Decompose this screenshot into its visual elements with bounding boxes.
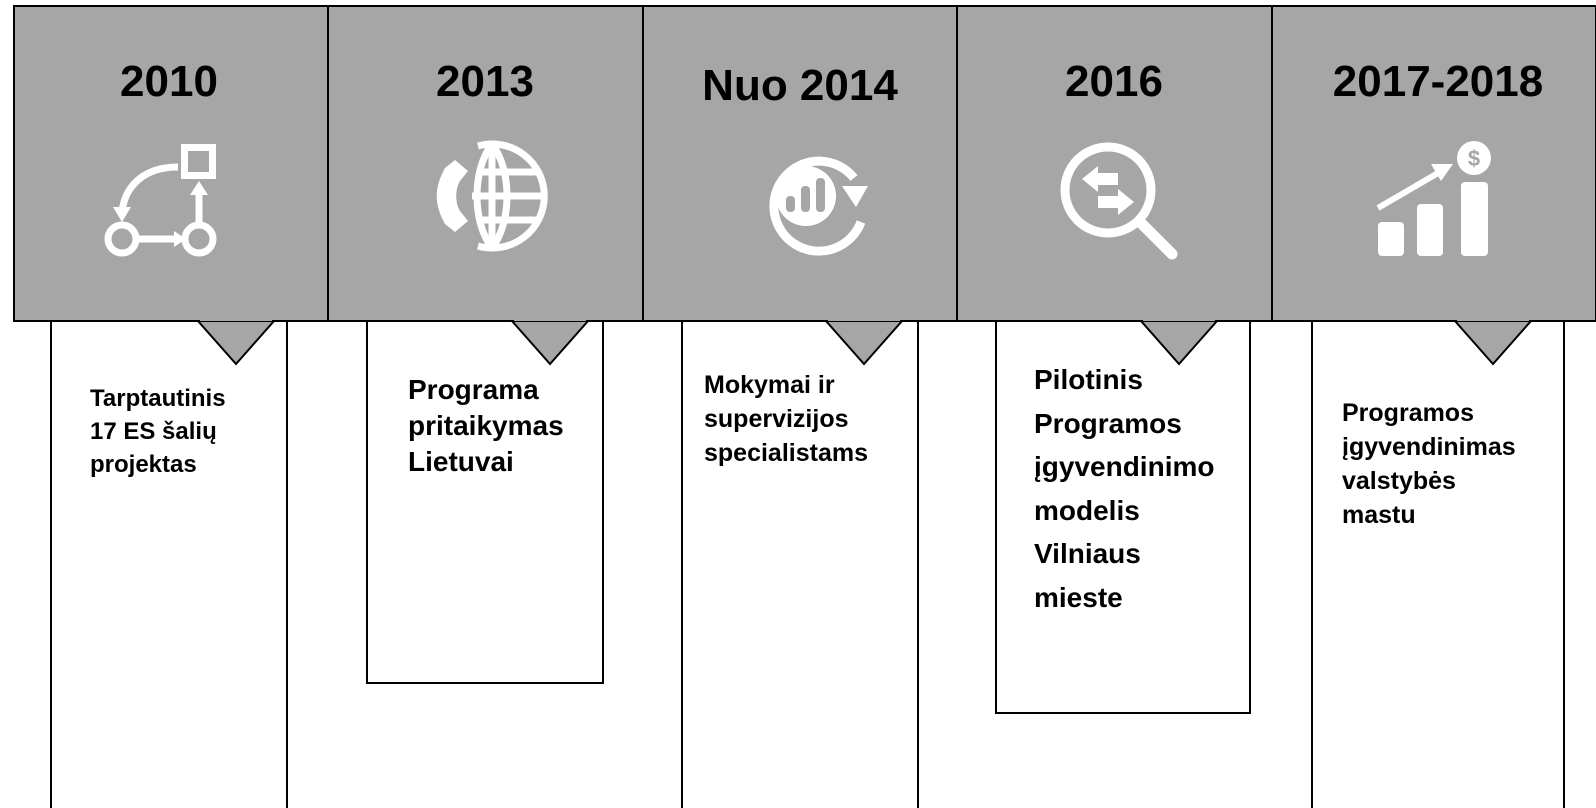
milestone-description: Mokymai ir supervizijos specialistams: [704, 371, 868, 467]
milestone-box-2010: [50, 320, 288, 808]
milestone-year: 2010: [120, 57, 218, 106]
milestone-description: Programa pritaikymas Lietuvai: [408, 374, 564, 477]
milestone-year: 2013: [436, 57, 534, 106]
milestone-description: Pilotinis Programos įgyvendinimo modelis…: [1034, 364, 1215, 613]
milestone-year: 2016: [1065, 57, 1163, 106]
milestone-box-2014: [681, 320, 919, 808]
globe-phone-icon: [436, 140, 548, 252]
milestone-year: Nuo 2014: [702, 61, 898, 110]
milestone-description: Programos įgyvendinimas valstybės mastu: [1342, 399, 1516, 529]
pointer-arrow: [195, 320, 277, 366]
milestone-box-2016: [995, 320, 1251, 714]
milestone-box-2017-2018: [1311, 320, 1565, 808]
pointer-arrow: [1452, 320, 1534, 366]
workflow-icon: [104, 144, 217, 257]
milestone-box-2013: [366, 320, 604, 684]
search-exchange-icon: [1060, 142, 1178, 260]
svg-text:$: $: [1468, 146, 1480, 171]
pointer-arrow: [509, 320, 591, 366]
cycle-chart-icon: [769, 156, 868, 256]
milestone-description: Tarptautinis 17 ES šalių projektas: [90, 385, 226, 478]
pointer-arrow: [823, 320, 905, 366]
growth-chart-dollar-icon: $: [1376, 141, 1491, 256]
milestone-year: 2017-2018: [1332, 57, 1544, 106]
